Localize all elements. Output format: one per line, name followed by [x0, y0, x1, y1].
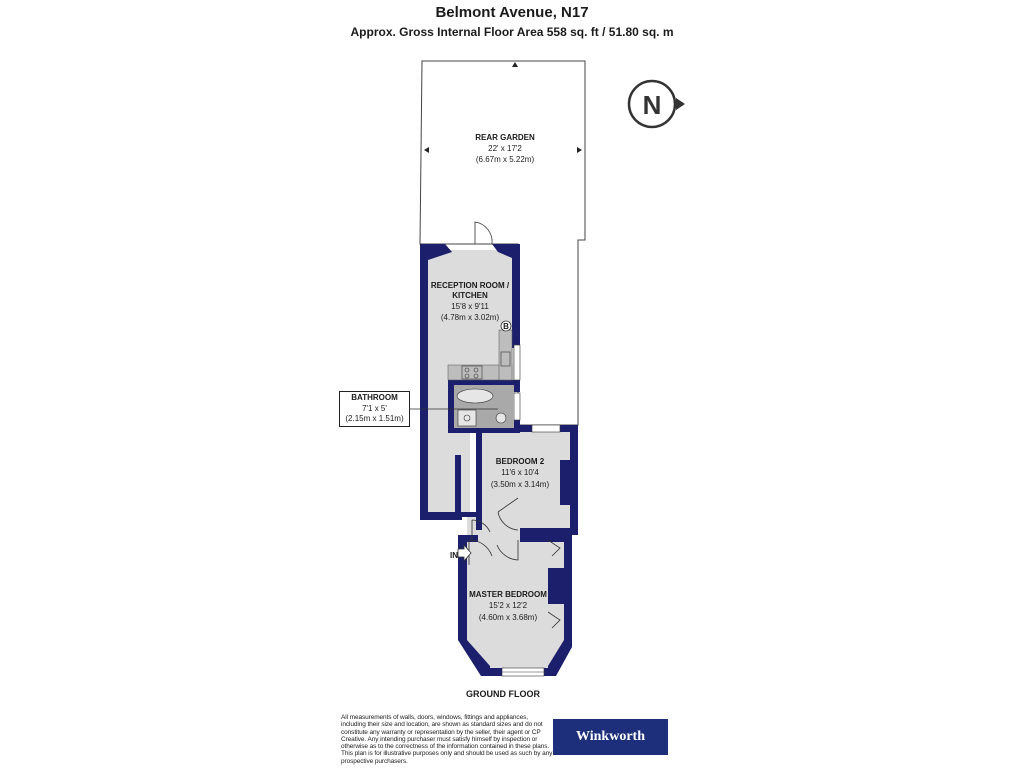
master-bedroom-label: MASTER BEDROOM 15'2 x 12'2 (4.60m x 3.68… — [469, 590, 547, 622]
svg-text:(4.78m x 3.02m): (4.78m x 3.02m) — [441, 313, 500, 322]
north-compass-icon: N — [627, 79, 685, 129]
svg-text:(6.67m x 5.22m): (6.67m x 5.22m) — [476, 155, 535, 164]
entrance-arrow-icon — [457, 543, 472, 563]
entrance-marker: IN — [450, 543, 472, 563]
svg-text:REAR GARDEN: REAR GARDEN — [475, 133, 535, 142]
compass-letter: N — [643, 90, 662, 120]
garden-dimension-marks — [424, 62, 582, 153]
floor-area-subtitle: Approx. Gross Internal Floor Area 558 sq… — [350, 25, 674, 39]
bathroom-callout: BATHROOM 7'1 x 5' (2.15m x 1.51m) — [339, 391, 410, 427]
svg-text:(4.60m x 3.68m): (4.60m x 3.68m) — [479, 613, 538, 622]
kitchen-fixtures — [447, 329, 513, 381]
svg-text:KITCHEN: KITCHEN — [452, 291, 488, 300]
svg-text:22' x 17'2: 22' x 17'2 — [488, 144, 522, 153]
disclaimer-text: All measurements of walls, doors, window… — [341, 714, 553, 765]
svg-text:BEDROOM 2: BEDROOM 2 — [496, 457, 545, 466]
plan-title: Belmont Avenue, N17 — [435, 4, 589, 21]
bathroom-metric: (2.15m x 1.51m) — [345, 414, 404, 423]
svg-text:15'2 x 12'2: 15'2 x 12'2 — [489, 601, 528, 610]
svg-text:15'8 x 9'11: 15'8 x 9'11 — [451, 302, 489, 311]
doors — [468, 221, 561, 629]
rear-garden-label: REAR GARDEN 22' x 17'2 (6.67m x 5.22m) — [475, 133, 535, 164]
bathroom-imperial: 7'1 x 5' — [362, 403, 387, 413]
bedroom-2-label: BEDROOM 2 11'6 x 10'4 (3.50m x 3.14m) — [491, 457, 550, 489]
floor-level-label: GROUND FLOOR — [466, 689, 540, 699]
boiler-marker: B — [500, 320, 512, 332]
svg-text:RECEPTION ROOM /: RECEPTION ROOM / — [431, 281, 510, 290]
boiler-label: B — [503, 322, 509, 331]
winkworth-logo: Winkworth — [553, 719, 668, 755]
entrance-label: IN — [450, 551, 458, 560]
bathroom-name: BATHROOM — [351, 393, 398, 402]
svg-text:MASTER BEDROOM: MASTER BEDROOM — [469, 590, 547, 599]
exterior-walls — [420, 244, 578, 676]
svg-text:(3.50m x 3.14m): (3.50m x 3.14m) — [491, 480, 550, 489]
svg-text:11'6 x 10'4: 11'6 x 10'4 — [501, 468, 539, 477]
windows — [501, 344, 561, 677]
reception-room-label: RECEPTION ROOM / KITCHEN 15'8 x 9'11 (4.… — [431, 281, 510, 322]
bathroom-fixtures — [454, 385, 514, 428]
